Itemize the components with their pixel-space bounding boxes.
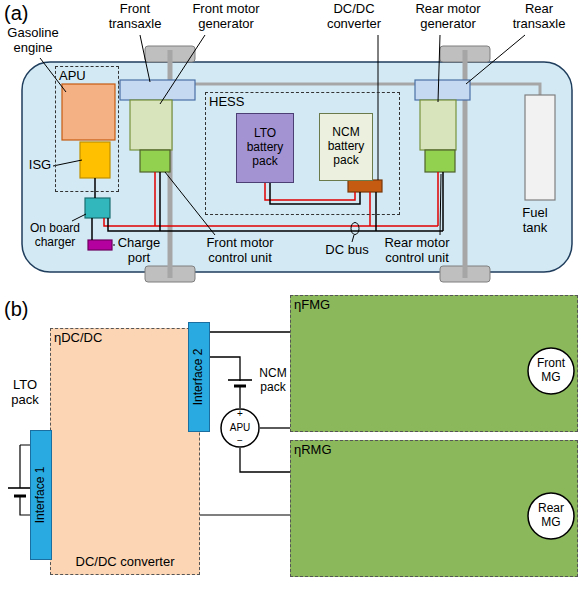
circle-outline (528, 348, 574, 394)
part-label: Front motor generator (176, 2, 276, 32)
powertrain-parts (85, 198, 110, 218)
powertrain-parts (420, 100, 456, 150)
part-label: Rear motor generator (398, 2, 498, 32)
motor-circle: Front MG (527, 347, 575, 395)
part-label: − (232, 436, 248, 446)
powertrain-parts (425, 150, 455, 172)
powertrain-parts (62, 80, 555, 250)
powertrain-parts (348, 180, 382, 192)
panel-letter: (b) (4, 298, 48, 321)
battery-pack: NCM battery pack (319, 113, 373, 181)
leader-line (40, 35, 525, 245)
bus-wire (260, 427, 290, 428)
node-text: Front MG (529, 357, 573, 385)
part-label: DC/DC converter (318, 2, 390, 32)
panel-letter: (a) (4, 2, 48, 25)
part-label: Fuel tank (510, 206, 560, 236)
dcdc-circuit (14, 495, 26, 498)
part-label: Front motor control unit (190, 236, 290, 266)
powertrain-parts (130, 100, 172, 150)
powertrain-parts (80, 142, 110, 178)
battery-symbol (228, 380, 252, 386)
hess-box: HESS LTO battery pack NCM battery pack (205, 92, 400, 215)
vehicle-body (22, 62, 572, 272)
part-label: + (232, 409, 248, 419)
powertrain-parts (525, 95, 555, 200)
dc-bus-wires (351, 223, 359, 235)
interface-box: Interface 1 (30, 430, 52, 560)
battery-symbol (230, 381, 250, 385)
powertrain-parts (120, 80, 195, 100)
interface-box: Interface 2 (188, 322, 210, 432)
part-label: LTO pack (2, 378, 48, 408)
node-text: LTO battery pack (239, 127, 291, 168)
dcdc-circuit (8, 487, 32, 489)
part-label: Charge port (116, 236, 162, 266)
dcdc-circuit (20, 445, 30, 515)
leader-line (40, 35, 525, 245)
bus-wire (240, 448, 290, 472)
node-text: ηDC/DC (54, 331, 102, 346)
node-text: APU (59, 69, 86, 84)
node-text: APU (222, 422, 258, 434)
powertrain-parts (62, 84, 115, 140)
dcdc-converter-box: ηDC/DC DC/DC converter (50, 328, 200, 575)
axle-shaft (118, 50, 540, 278)
battery-symbol (234, 385, 246, 388)
part-label: Front transaxle (100, 2, 170, 32)
apu-box: APU (55, 66, 119, 192)
part-label: Gasoline engine (2, 26, 64, 56)
part-label: ISG (27, 158, 53, 173)
vehicle-body (22, 62, 572, 272)
powertrain-parts (415, 80, 470, 100)
node-text: HESS (209, 95, 244, 110)
node-text: ηFMG (294, 298, 330, 313)
node-text: NCM battery pack (322, 126, 370, 167)
node-text: DC/DC converter (53, 555, 197, 570)
part-label: Rear transaxle (503, 2, 575, 32)
node-text: Interface 1 (34, 467, 48, 524)
part-label: Rear motor control unit (372, 236, 462, 266)
node-text: ηRMG (294, 443, 332, 458)
circle-outline (221, 409, 259, 447)
part-label: DC bus (322, 243, 372, 258)
circle-outline (528, 493, 574, 539)
part-label: On board charger (27, 222, 83, 250)
powertrain-parts (88, 240, 112, 250)
node-text: Interface 2 (192, 349, 206, 406)
battery-symbol (228, 379, 252, 381)
bus-wire (210, 331, 290, 332)
powertrain-parts (140, 150, 170, 172)
battery-pack: LTO battery pack (236, 113, 294, 183)
node-text: Rear MG (529, 502, 573, 530)
motor-circle: Rear MG (527, 492, 575, 540)
part-label: NCM pack (256, 367, 290, 395)
inverter-box: ηRMG Rear MG (290, 440, 578, 577)
inverter-box: ηFMG Front MG (290, 295, 578, 432)
